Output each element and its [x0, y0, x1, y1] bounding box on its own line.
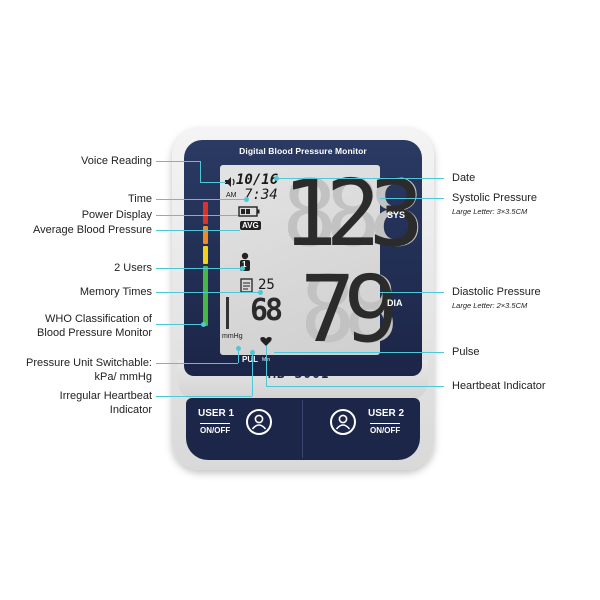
user1-onoff: ON/OFF: [200, 423, 231, 435]
speaker-icon: [225, 177, 235, 187]
line-voice-reading-v: [200, 161, 201, 182]
line-heartbeat-v: [266, 346, 267, 386]
callout-diastolic-sub: Large Letter: 2×3.5CM: [452, 301, 528, 310]
user1-button[interactable]: USER 1 ON/OFF: [194, 406, 294, 452]
callout-memory-times: Memory Times: [79, 286, 152, 298]
user2-icon-button[interactable]: [330, 409, 356, 435]
line-unit: [156, 363, 238, 364]
line-voice-reading-2: [200, 182, 226, 183]
callout-diastolic: Diastolic Pressure: [452, 286, 541, 298]
who-yellow-segment: [203, 246, 208, 264]
diastolic-ghost: 88: [300, 256, 399, 363]
button-divider: [302, 400, 303, 458]
line-heartbeat: [266, 386, 444, 387]
line-diastolic: [380, 292, 444, 293]
line-unit-v: [238, 348, 239, 363]
user1-label: USER 1: [198, 408, 235, 419]
memory-icon: [240, 278, 253, 293]
dot-memory-times: [258, 290, 263, 295]
who-green-segment: [203, 266, 208, 326]
dot-date: [274, 176, 279, 181]
callout-pulse: Pulse: [452, 346, 480, 358]
line-irregular: [156, 396, 252, 397]
diastolic-value: 79: [300, 256, 399, 363]
line-power-display: [156, 215, 238, 216]
device-button-panel: [186, 398, 420, 460]
callout-power-display: Power Display: [81, 209, 152, 221]
user1-icon-button[interactable]: [246, 409, 272, 435]
line-two-users: [156, 268, 242, 269]
lcd-time: 7:34: [244, 187, 278, 203]
memory-count: 25: [258, 277, 275, 293]
callout-voice-reading: Voice Reading: [81, 155, 152, 167]
callout-who-2: Blood Pressure Monitor: [37, 327, 152, 339]
dot-irregular: [250, 350, 255, 355]
heart-icon: [260, 337, 272, 346]
line-pulse: [274, 352, 444, 353]
line-irregular-v: [252, 352, 253, 396]
callout-time: Time: [127, 193, 152, 205]
callout-who-1: WHO Classification of: [45, 313, 152, 325]
user2-button[interactable]: USER 2 ON/OFF: [312, 406, 412, 452]
dia-label: DIA: [387, 298, 403, 308]
systolic-value: 123: [282, 160, 424, 267]
user2-onoff: ON/OFF: [370, 423, 401, 435]
callout-average-bp: Average Blood Pressure: [32, 224, 152, 236]
lcd-am: AM: [226, 192, 237, 199]
dot-two-users: [240, 266, 245, 271]
sys-label: SYS: [387, 210, 406, 220]
line-date: [276, 178, 444, 179]
device-title: Digital Blood Pressure Monitor: [239, 146, 367, 156]
lcd-date: 10/16: [236, 172, 279, 188]
callout-date: Date: [452, 172, 476, 184]
dot-time: [244, 197, 249, 202]
callout-irregular-2: Indicator: [109, 404, 152, 416]
callout-irregular-1: Irregular Heartbeat: [59, 390, 152, 402]
pulse-value: 68: [250, 293, 283, 328]
line-average-bp: [156, 230, 240, 231]
user-number: 1: [242, 260, 247, 269]
battery-icon: [238, 206, 260, 217]
callout-systolic-sub: Large Letter: 3×3.5CM: [452, 207, 528, 216]
person-icon: [251, 414, 267, 430]
model-name: MB-300I: [268, 367, 330, 382]
dot-unit: [236, 346, 241, 351]
line-systolic: [380, 198, 444, 199]
who-red-segment: [203, 202, 208, 224]
dot-who: [201, 322, 206, 327]
line-time: [156, 199, 246, 200]
lcd-bar-segment: [226, 297, 229, 329]
callout-two-users: 2 Users: [114, 262, 152, 274]
lcd-unit-mmhg: mmHg: [222, 333, 243, 340]
callout-heartbeat: Heartbeat Indicator: [452, 380, 546, 392]
callout-unit-2: kPa/ mmHg: [94, 371, 152, 383]
person-icon: [335, 414, 351, 430]
who-orange-segment: [203, 226, 208, 244]
pul-label: PUL: [242, 355, 258, 364]
callout-systolic: Systolic Pressure: [452, 192, 537, 204]
systolic-ghost: 888: [282, 160, 424, 267]
avg-badge: AVG: [240, 221, 261, 230]
line-memory-times: [156, 292, 260, 293]
user2-label: USER 2: [368, 408, 405, 419]
line-who: [156, 324, 204, 325]
line-voice-reading: [156, 161, 200, 162]
callout-unit-1: Pressure Unit Switchable:: [26, 357, 152, 369]
